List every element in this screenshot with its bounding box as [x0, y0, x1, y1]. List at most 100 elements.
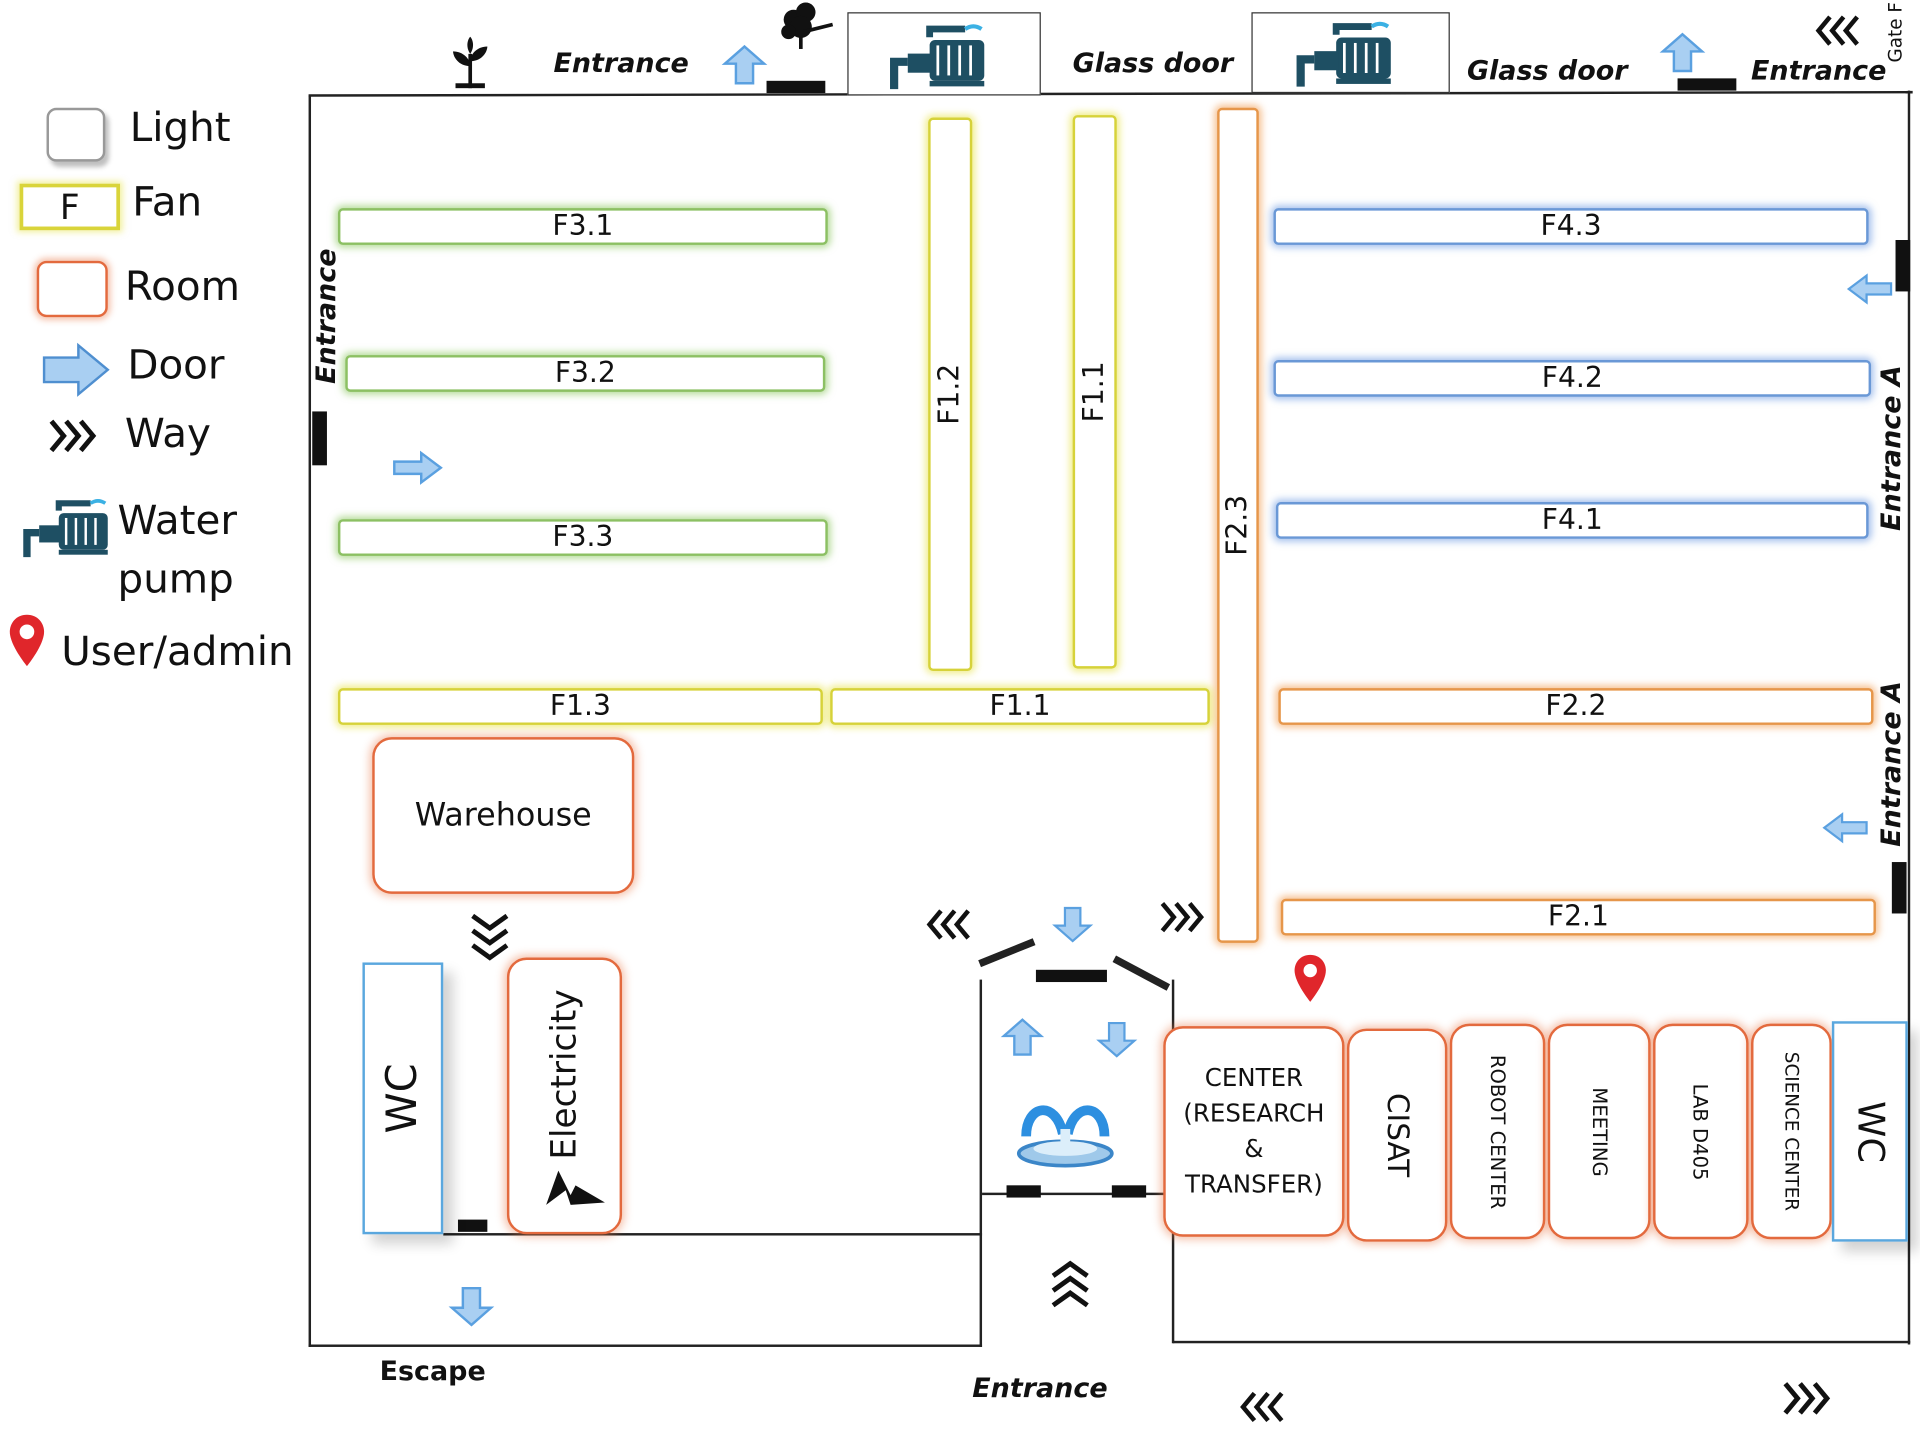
light-f4-2[interactable]: F4.2 [1273, 360, 1872, 397]
door-arrow-icon[interactable] [1095, 1016, 1139, 1063]
room-cisat[interactable]: CISAT [1346, 1028, 1448, 1242]
lightning-icon [546, 1170, 605, 1205]
room-warehouse-label: Warehouse [414, 797, 592, 834]
door-arrow-icon [42, 342, 110, 397]
glass-door-2-label: Glass door [1466, 56, 1628, 87]
room-lab-d405[interactable]: LAB D405 [1653, 1023, 1749, 1240]
door-arrow-icon[interactable] [389, 450, 443, 485]
legend-way-label: Way [124, 408, 211, 457]
wall-left [308, 95, 312, 1347]
water-pump-icon [890, 24, 985, 90]
light-f3-2-label: F3.2 [554, 357, 616, 390]
entrance-a-lower-label: Entrance A [1876, 681, 1908, 847]
entrance-top-right-label: Entrance [1751, 56, 1887, 87]
wall-fountain-bottom [982, 1192, 1174, 1196]
room-robot-center-label: ROBOT CENTER [1485, 1054, 1510, 1209]
water-pump-icon [1296, 21, 1391, 87]
light-f2-1[interactable]: F2.1 [1280, 898, 1876, 936]
room-cisat-label: CISAT [1380, 1093, 1415, 1178]
light-f2-3-label: F2.3 [1222, 494, 1254, 556]
entrance-left-label: Entrance [311, 248, 343, 384]
light-f3-3-label: F3.3 [552, 521, 614, 554]
fan-f1-1-vertical[interactable]: F1.1 [1072, 115, 1117, 669]
room-wc-right-label: WC [1848, 1100, 1892, 1163]
tree-icon [781, 2, 834, 49]
light-f2-3[interactable]: F2.3 [1217, 107, 1259, 943]
light-f4-1-label: F4.1 [1541, 504, 1603, 537]
light-f3-1[interactable]: F3.1 [337, 208, 828, 245]
legend-water-pump-label-1: Water [117, 495, 238, 544]
door-arrow-icon[interactable] [999, 1014, 1046, 1061]
way-chevron-icon [471, 913, 509, 961]
room-wc-left[interactable]: WC [362, 962, 444, 1235]
room-center-research-transfer[interactable]: CENTER (RESEARCH & TRANSFER) [1163, 1026, 1345, 1237]
way-chevron-icon [49, 419, 97, 453]
light-f4-3-label: F4.3 [1540, 210, 1602, 243]
room-science-center[interactable]: SCIENCE CENTER [1751, 1023, 1832, 1240]
light-f4-3[interactable]: F4.3 [1273, 208, 1869, 245]
room-electricity[interactable]: Electricity [506, 957, 623, 1235]
room-warehouse[interactable]: Warehouse [372, 737, 635, 894]
door-block-fountain-left [1006, 1185, 1041, 1198]
room-meeting[interactable]: MEETING [1547, 1023, 1651, 1240]
wall-slant-left [978, 938, 1036, 968]
door-block-right-upper [1895, 240, 1911, 292]
door-arrow-icon[interactable] [1051, 901, 1095, 948]
way-chevron-icon [1051, 1260, 1089, 1308]
fan-f1-1-vertical-label: F1.1 [1078, 361, 1111, 423]
door-arrow-icon[interactable] [1656, 32, 1710, 74]
wall-bottom-right [1173, 1340, 1911, 1344]
room-science-center-label: SCIENCE CENTER [1780, 1051, 1803, 1212]
wall-top [308, 90, 1913, 97]
room-robot-center[interactable]: ROBOT CENTER [1449, 1023, 1546, 1240]
legend-fan-label: Fan [132, 177, 203, 226]
light-f3-1-label: F3.1 [552, 210, 614, 243]
room-wc-right[interactable]: WC [1831, 1021, 1908, 1242]
map-pin-icon[interactable] [1291, 953, 1330, 1004]
wall-corridor-left [979, 979, 983, 1347]
light-f2-2[interactable]: F2.2 [1278, 688, 1874, 725]
legend-room-label: Room [124, 262, 240, 310]
door-block-right-lower [1891, 862, 1907, 914]
escape-label: Escape [379, 1356, 486, 1388]
water-pump-box-2 [1251, 12, 1450, 94]
way-chevron-icon [1815, 15, 1859, 46]
light-f3-3[interactable]: F3.3 [337, 519, 828, 556]
center-label-3: & [1244, 1133, 1264, 1164]
way-chevron-icon [926, 909, 970, 940]
door-arrow-icon[interactable] [1822, 811, 1871, 845]
door-arrow-icon[interactable] [720, 44, 769, 86]
wall-bottom-left [308, 1344, 983, 1347]
door-block-fountain-right [1111, 1185, 1147, 1198]
wall-inner-horizontal [443, 1233, 983, 1236]
fan-f1-1-horizontal-label: F1.1 [989, 690, 1051, 723]
light-f4-1[interactable]: F4.1 [1275, 502, 1869, 539]
legend-fan-swatch: F [19, 183, 121, 231]
way-chevron-icon [1160, 902, 1205, 933]
light-f4-2-label: F4.2 [1541, 362, 1603, 395]
room-meeting-label: MEETING [1587, 1086, 1611, 1177]
door-block-corridor-top [1035, 969, 1107, 983]
fan-f1-3[interactable]: F1.3 [337, 688, 823, 725]
gate-f-label: Gate F [1884, 2, 1907, 63]
legend-water-pump-label-2: pump [117, 554, 234, 603]
light-f2-2-label: F2.2 [1545, 690, 1607, 723]
light-f3-2[interactable]: F3.2 [345, 355, 826, 392]
door-block-top-left [766, 80, 826, 94]
wall-right [1907, 90, 1911, 1345]
fan-f1-2[interactable]: F1.2 [928, 117, 973, 672]
wall-slant-right [1112, 955, 1171, 991]
water-pump-box-1 [847, 12, 1041, 96]
entrance-top-left-label: Entrance [553, 48, 689, 80]
center-label-1: CENTER [1204, 1062, 1304, 1093]
door-arrow-icon[interactable] [1846, 272, 1896, 306]
door-block-left [312, 411, 327, 466]
fan-f1-2-label: F1.2 [934, 363, 967, 425]
room-lab-d405-label: LAB D405 [1689, 1082, 1713, 1180]
fan-f1-1-horizontal[interactable]: F1.1 [830, 688, 1210, 725]
door-arrow-icon[interactable] [446, 1286, 497, 1328]
legend-room-swatch [36, 260, 108, 318]
legend-door-label: Door [127, 340, 225, 389]
plant-icon [453, 36, 488, 89]
entrance-a-upper-label: Entrance A [1876, 365, 1908, 531]
